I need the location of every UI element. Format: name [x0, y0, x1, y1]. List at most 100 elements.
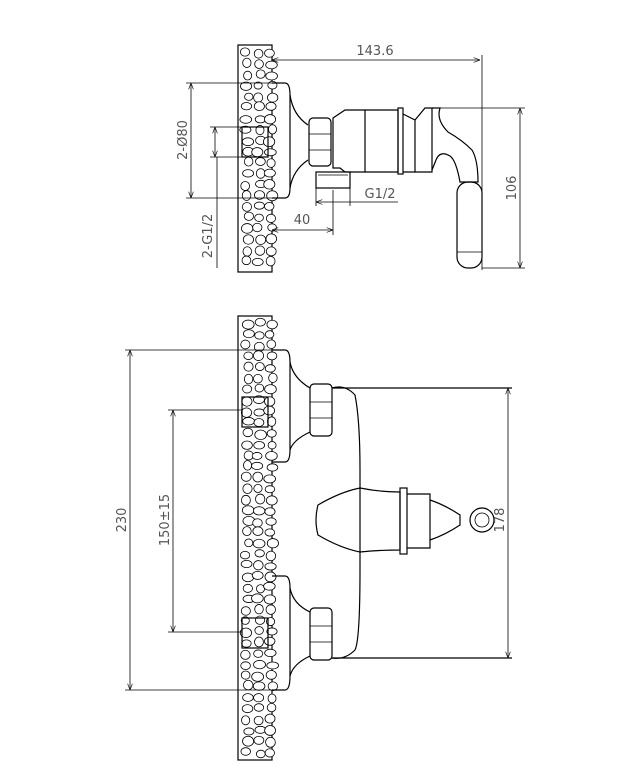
label-handle-height: 106: [505, 176, 520, 201]
wall-stone: [240, 649, 251, 660]
wall-stone: [265, 495, 278, 506]
wall-stone: [254, 604, 264, 615]
wall-stone: [263, 179, 276, 190]
wall-stone: [241, 319, 255, 330]
wall-stone: [253, 92, 264, 103]
wall-stone: [254, 331, 265, 340]
dim-body-height: 178: [493, 388, 508, 658]
wall-stone: [265, 451, 278, 461]
wall-stone: [240, 494, 251, 506]
wall-stone: [242, 483, 253, 494]
wall-stone: [255, 168, 266, 179]
wall-stone: [262, 136, 276, 148]
wall-stone: [243, 156, 254, 167]
wall-stone: [242, 246, 252, 257]
label-inlet-thread: 2-G1/2: [201, 214, 216, 258]
wall-stone: [264, 648, 277, 658]
wall-stone: [242, 583, 253, 593]
nut-upper: [309, 383, 333, 437]
wall-stone: [251, 671, 264, 682]
wall-stone: [241, 505, 255, 516]
wall-stone: [241, 715, 251, 726]
dim-outlet-thread: G1/2: [315, 187, 398, 206]
wall-stone: [253, 201, 265, 210]
wall-stone: [264, 384, 277, 395]
wall-stone: [264, 202, 275, 211]
wall-stone: [242, 417, 255, 426]
wall-stone: [264, 485, 276, 494]
wall-stone: [265, 604, 276, 615]
wall-stone: [255, 69, 266, 79]
wall-stone: [251, 570, 264, 580]
wall-stone: [242, 526, 252, 537]
wall-stone: [243, 211, 254, 221]
wall-stone: [244, 538, 254, 548]
wall-stone: [264, 748, 275, 758]
wall-stone: [242, 693, 254, 702]
top-view: 143.6 106 2-Ø80 2-G1/2 G1/2: [176, 44, 525, 273]
wall-stone: [265, 736, 276, 748]
wall-stone: [254, 245, 266, 256]
wall-stone: [264, 507, 276, 516]
wall-stone: [255, 493, 266, 505]
wall-stone: [254, 636, 264, 648]
wall-stone: [266, 319, 278, 330]
wall-stone: [240, 81, 253, 91]
wall-stone: [243, 679, 254, 691]
wall-stone: [241, 137, 255, 147]
wall-stone: [265, 517, 277, 526]
wall-stone: [243, 351, 254, 360]
wall-stone: [265, 246, 277, 257]
wall-stone: [265, 101, 277, 111]
wall-stone: [266, 661, 279, 670]
inlet-fitting-upper: [241, 396, 269, 428]
dim-total-depth: 143.6: [272, 44, 483, 270]
wall-stone: [240, 670, 251, 680]
wall-stone: [265, 255, 276, 267]
wall-stone: [253, 418, 265, 427]
wall-stone: [243, 373, 254, 385]
wall-stone: [264, 364, 276, 373]
wall-stone: [253, 395, 265, 404]
wall-stone: [242, 735, 255, 747]
wall-stone: [264, 725, 276, 736]
wall-stone: [242, 169, 255, 178]
wall-stone: [240, 407, 252, 418]
wall-stone: [254, 549, 265, 558]
wall-stone: [263, 405, 276, 416]
wall-stone: [252, 222, 263, 233]
wall-stone: [242, 329, 255, 339]
wall-stone: [253, 81, 263, 90]
wall-stone: [240, 339, 251, 350]
flange-lower: [272, 575, 311, 691]
wall-stone: [254, 317, 266, 327]
wall-stone: [265, 550, 277, 562]
wall-stone: [255, 157, 266, 166]
valve-body-top: [315, 107, 433, 189]
wall-stone: [255, 125, 265, 136]
wall-stone: [240, 661, 251, 670]
wall-stone: [243, 460, 252, 471]
wall-stone: [264, 148, 277, 157]
wall-stone: [268, 372, 278, 383]
wall-stone: [240, 560, 253, 568]
wall-stone: [253, 48, 264, 59]
label-flange-span: 230: [115, 508, 130, 533]
wall-stone: [241, 255, 252, 266]
wall-stone: [254, 429, 267, 440]
wall-stone: [241, 396, 253, 407]
wall-stone: [264, 636, 276, 646]
wall-stone: [242, 427, 254, 438]
wall-stone: [240, 471, 252, 482]
wall-stone: [254, 725, 267, 734]
wall-stone: [241, 440, 253, 450]
dim-inlet-thread: 2-G1/2: [201, 126, 242, 268]
wall-stone: [253, 560, 264, 571]
wall-stone: [263, 474, 276, 484]
wall-stone: [255, 749, 266, 759]
wall-stone: [264, 528, 276, 537]
wall-stone: [264, 571, 277, 583]
dim-flange-span: 230: [115, 349, 272, 691]
wall-stone: [243, 361, 254, 372]
